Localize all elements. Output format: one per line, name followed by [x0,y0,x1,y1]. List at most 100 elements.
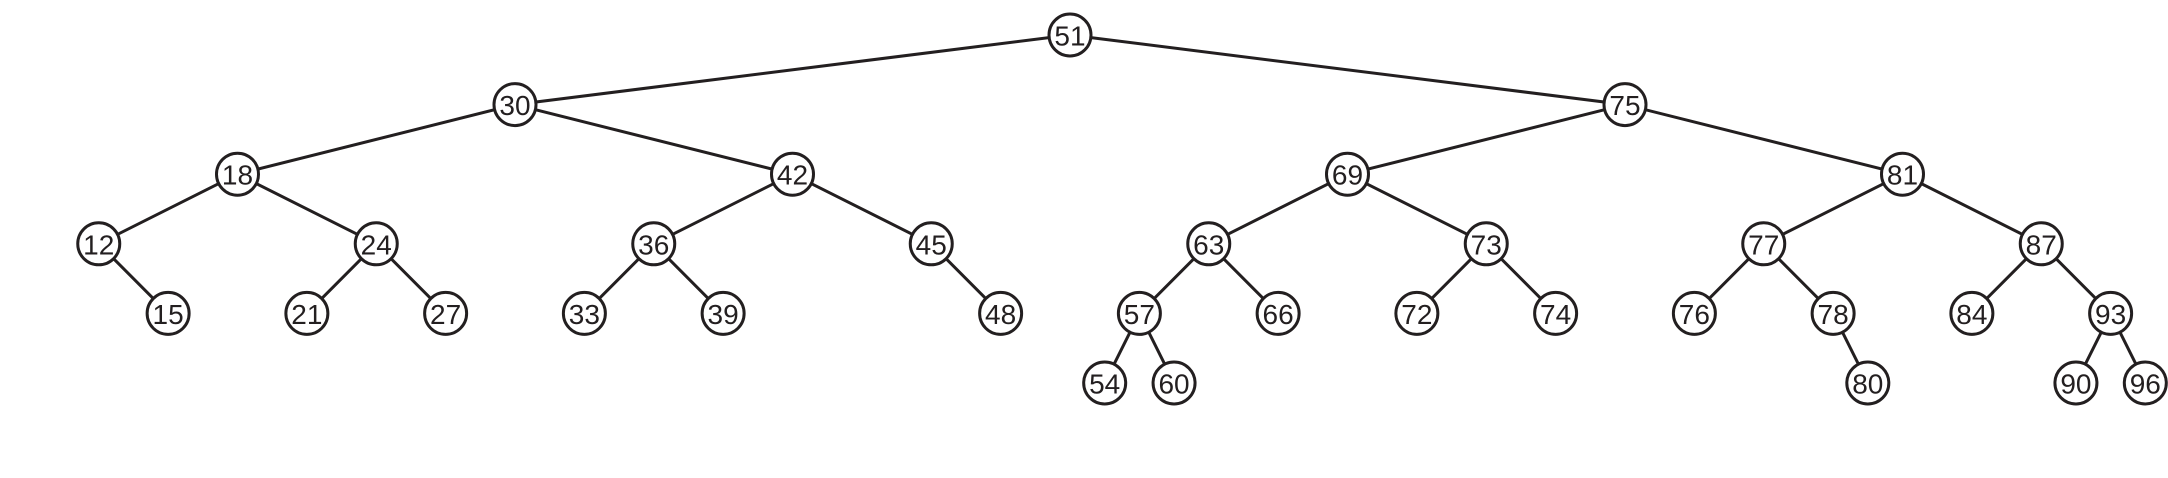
node-label: 57 [1124,299,1155,330]
node-circle [700,290,746,336]
node-label: 80 [1852,369,1883,400]
tree-node-93: 93 [2088,290,2134,336]
tree-node-24: 24 [353,221,399,267]
node-circle [2122,360,2168,406]
node-label: 96 [2130,369,2161,400]
node-label: 24 [361,229,392,260]
node-label: 48 [985,299,1016,330]
node-circle [492,82,538,128]
node-label: 39 [708,299,739,330]
node-circle [353,221,399,267]
node-label: 18 [222,160,253,191]
node-label: 54 [1089,369,1120,400]
edge-51-75 [1068,33,1627,107]
tree-node-66: 66 [1255,290,1301,336]
node-circle [1325,151,1370,197]
tree-node-60: 60 [1151,360,1197,406]
tree-node-75: 75 [1602,82,1648,128]
edge-75-69 [1346,103,1627,176]
node-label: 63 [1193,229,1224,260]
node-circle [908,221,954,267]
edge-18-24 [236,172,378,246]
edge-18-12 [97,172,239,246]
node-circle [1880,151,1925,197]
tree-node-27: 27 [423,290,469,336]
node-circle [76,221,122,267]
tree-node-87: 87 [2018,221,2064,267]
node-label: 15 [153,299,184,330]
node-label: 66 [1263,299,1294,330]
tree-node-18: 18 [215,151,260,197]
node-circle [1533,290,1579,336]
node-label: 33 [569,299,600,330]
tree-node-72: 72 [1394,290,1440,336]
node-circle [1602,82,1648,128]
node-label: 60 [1158,369,1189,400]
node-circle [631,221,677,267]
node-circle [215,151,260,197]
node-circle [1116,290,1162,336]
node-label: 87 [2026,229,2057,260]
node-circle [1949,290,1995,336]
node-label: 42 [777,160,808,191]
node-circle [284,290,330,336]
tree-node-57: 57 [1116,290,1162,336]
node-label: 45 [916,229,947,260]
node-label: 76 [1679,299,1710,330]
tree-node-36: 36 [631,221,677,267]
tree-node-45: 45 [908,221,954,267]
node-label: 72 [1401,299,1432,330]
tree-node-15: 15 [145,290,191,336]
node-circle [561,290,607,336]
node-circle [423,290,469,336]
tree-node-81: 81 [1880,151,1925,197]
tree-node-74: 74 [1533,290,1579,336]
node-label: 51 [1054,21,1085,52]
tree-node-69: 69 [1325,151,1370,197]
node-label: 21 [291,299,322,330]
node-circle [1741,221,1787,267]
node-label: 73 [1471,229,1502,260]
node-label: 12 [83,229,114,260]
node-label: 84 [1956,299,1987,330]
tree-node-77: 77 [1741,221,1787,267]
node-label: 77 [1748,229,1779,260]
edge-42-45 [791,172,933,246]
tree-node-51: 51 [1047,12,1093,58]
node-circle [1671,290,1717,336]
tree-node-96: 96 [2122,360,2168,406]
edge-69-63 [1207,172,1349,246]
node-label: 90 [2060,369,2091,400]
tree-node-84: 84 [1949,290,1995,336]
node-label: 36 [638,229,669,260]
tree-node-33: 33 [561,290,607,336]
node-circle [770,151,815,197]
tree-node-39: 39 [700,290,746,336]
node-circle [1082,360,1128,406]
node-circle [1186,221,1232,267]
edge-30-18 [236,103,517,176]
tree-node-54: 54 [1082,360,1128,406]
node-circle [1463,221,1509,267]
node-circle [978,290,1024,336]
node-label: 75 [1609,90,1640,121]
node-circle [2053,360,2099,406]
node-label: 93 [2095,299,2126,330]
tree-node-63: 63 [1186,221,1232,267]
edge-81-77 [1762,172,1904,246]
tree-node-30: 30 [492,82,538,128]
tree-node-12: 12 [76,221,122,267]
tree-node-73: 73 [1463,221,1509,267]
node-circle [145,290,191,336]
edge-42-36 [652,172,794,246]
node-circle [1394,290,1440,336]
node-label: 81 [1887,160,1918,191]
node-label: 27 [430,299,461,330]
tree-nodes: 51 30 18 12 15 24 21 27 42 36 33 39 45 48 75 69 63 57 54 60… [76,12,2168,406]
tree-node-76: 76 [1671,290,1717,336]
node-label: 69 [1332,160,1363,191]
tree-node-21: 21 [284,290,330,336]
edge-51-30 [513,33,1072,107]
node-label: 30 [499,90,530,121]
